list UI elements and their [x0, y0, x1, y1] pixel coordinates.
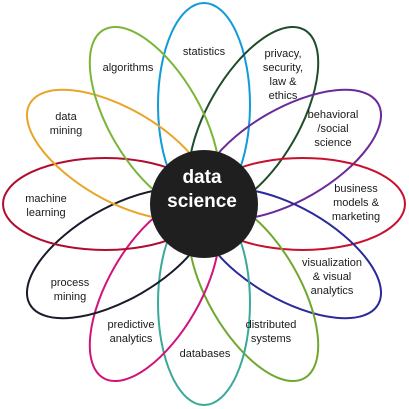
- label-machine: machine learning: [25, 193, 67, 219]
- label-databases: databases: [179, 348, 231, 360]
- label-visualization: visualization & visual analytics: [302, 257, 362, 297]
- center-label: data science: [152, 166, 252, 214]
- label-algorithms: algorithms: [102, 62, 154, 74]
- label-datamining: data mining: [49, 111, 83, 137]
- center-label-line1: data: [182, 167, 222, 188]
- label-business: business models & marketing: [331, 183, 381, 223]
- label-statistics: statistics: [182, 46, 226, 58]
- center-label-line2: science: [167, 191, 237, 212]
- center-circle: [150, 150, 258, 258]
- label-distributed: distributed systems: [245, 319, 297, 345]
- label-behavioral: behavioral /social science: [307, 109, 359, 149]
- label-process: process mining: [50, 277, 90, 303]
- label-privacy: privacy, security, law & ethics: [262, 48, 304, 102]
- label-predictive: predictive analytics: [107, 319, 155, 345]
